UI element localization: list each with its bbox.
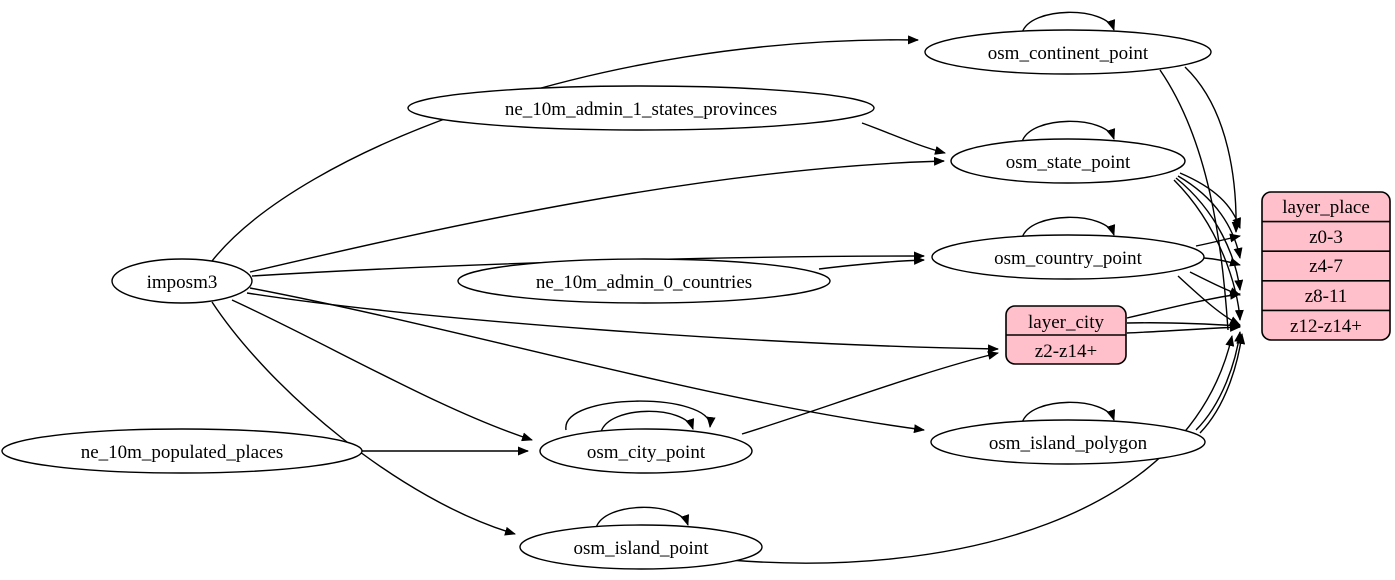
edge-self-osm_state_point — [1021, 120, 1116, 143]
node-label: imposm3 — [147, 272, 218, 293]
node-ne-10m-admin-1-states-provinces[interactable]: ne_10m_admin_1_states_provinces — [407, 85, 875, 131]
edge-osm_continent_point-to-layer_place-z0-3 — [1184, 66, 1241, 233]
node-label: ne_10m_admin_1_states_provinces — [505, 99, 777, 120]
node-osm-city-point[interactable]: osm_city_point — [539, 428, 753, 474]
edge-imposm3-to-osm_island_point — [211, 301, 516, 536]
layer-place-row-z0-3: z0-3 — [1309, 227, 1343, 248]
edge-layer_city-to-layer_place-z8-11 — [1126, 290, 1241, 319]
layer-place-row-z8-11: z8-11 — [1305, 286, 1348, 307]
layer-city-title: layer_city — [1028, 312, 1104, 333]
edge-self-osm_continent_point — [1021, 11, 1116, 34]
edge-osm_city_point-to-layer_city — [741, 350, 999, 435]
edge-osm_country_point-to-layer_place-z8-11 — [1189, 271, 1241, 296]
node-imposm3[interactable]: imposm3 — [111, 258, 253, 304]
edge-imposm3-to-osm_city_point — [231, 299, 533, 442]
node-osm-continent-point[interactable]: osm_continent_point — [924, 29, 1212, 75]
node-label: ne_10m_populated_places — [81, 442, 284, 463]
edge-layer — [211, 11, 1246, 564]
node-ne-10m-admin-0-countries[interactable]: ne_10m_admin_0_countries — [457, 258, 831, 304]
edge-self-osm_country_point — [1021, 216, 1116, 239]
edge-osm_state_point-to-layer_place-z8-11 — [1175, 177, 1244, 291]
node-osm-island-polygon[interactable]: osm_island_polygon — [930, 419, 1206, 465]
node-layer-city[interactable]: layer_city z2-z14+ — [1005, 305, 1127, 365]
node-layer: imposm3 ne_10m_admin_1_states_provinces … — [1, 29, 1391, 570]
edge-osm_island_polygon-to-layer_place-z12-z14-b — [1199, 333, 1246, 434]
node-ne-10m-populated-places[interactable]: ne_10m_populated_places — [1, 428, 363, 474]
edge-imposm3-to-osm_island_polygon — [249, 287, 925, 434]
edge-imposm3-to-osm_continent_point — [211, 35, 919, 262]
edge-osm_continent_point-long-tail — [1159, 69, 1229, 331]
node-label: osm_continent_point — [988, 43, 1149, 64]
layer-place-row-z4-7: z4-7 — [1309, 256, 1343, 277]
edge-osm_island_polygon-to-layer_place-z12-z14 — [1195, 331, 1244, 431]
node-label: osm_country_point — [994, 248, 1142, 269]
node-osm-state-point[interactable]: osm_state_point — [950, 138, 1186, 184]
edge-self-osm_city_point-outer — [565, 400, 716, 431]
node-label: ne_10m_admin_0_countries — [536, 272, 752, 293]
node-osm-country-point[interactable]: osm_country_point — [931, 234, 1205, 280]
edge-osm_state_point-to-layer_place-z0-3 — [1179, 172, 1241, 229]
edge-layer_city-to-layer_place-alt — [1126, 322, 1241, 334]
edge-osm_state_point-to-layer_place-z12-z14 — [1173, 179, 1244, 321]
layer-place-row-z12-z14: z12-z14+ — [1290, 316, 1362, 337]
node-label: osm_island_polygon — [989, 433, 1148, 454]
edge-self-osm_city_point-inner — [600, 410, 695, 433]
node-label: osm_state_point — [1006, 152, 1131, 173]
layer-place-title: layer_place — [1282, 197, 1370, 218]
edge-osm_country_point-to-layer_place-z0-3 — [1195, 233, 1241, 247]
node-label: osm_city_point — [587, 442, 706, 463]
node-layer-place[interactable]: layer_place z0-3 z4-7 z8-11 z12-z14+ — [1261, 191, 1391, 341]
edge-self-osm_island_point — [595, 506, 690, 529]
edge-osm_island_point-to-layer_place-z12-z14 — [729, 335, 1235, 564]
layer-city-row-z2-z14: z2-z14+ — [1035, 341, 1097, 362]
edge-osm_country_point-to-layer_place-z12-z14 — [1177, 275, 1241, 326]
node-label: osm_island_point — [573, 538, 709, 559]
edge-layer_city-to-layer_place-z12-z14 — [1126, 320, 1241, 330]
node-osm-island-point[interactable]: osm_island_point — [519, 524, 763, 570]
edge-osm_country_point-to-layer_place-z4-7 — [1203, 257, 1241, 267]
edge-ne-states-to-osm_state_point — [861, 122, 946, 155]
edge-osm_state_point-to-layer_place-z4-7 — [1177, 175, 1243, 259]
edge-self-osm_island_polygon — [1021, 401, 1116, 424]
edge-ne-countries-to-osm_country_point — [818, 255, 925, 270]
edge-imposm3-to-osm_state_point — [249, 156, 945, 273]
